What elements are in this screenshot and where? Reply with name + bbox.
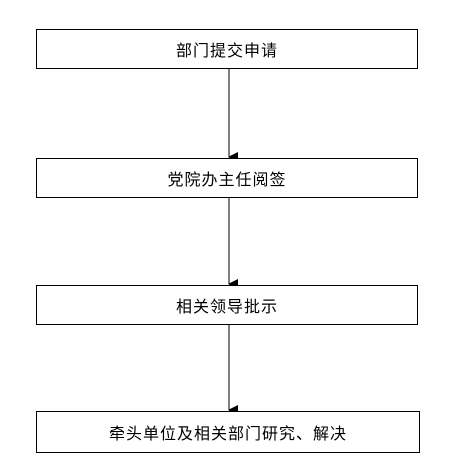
step-label: 党院办主任阅签	[167, 170, 287, 189]
step-label: 相关领导批示	[175, 297, 278, 316]
step-label: 部门提交申请	[175, 41, 278, 60]
step-label: 牵头单位及相关部门研究、解决	[108, 424, 347, 443]
step-box-research-resolve: 牵头单位及相关部门研究、解决	[36, 411, 420, 453]
step-box-leader-approval: 相关领导批示	[36, 285, 418, 325]
step-box-submit-application: 部门提交申请	[36, 29, 418, 69]
step-box-director-review: 党院办主任阅签	[36, 158, 418, 198]
